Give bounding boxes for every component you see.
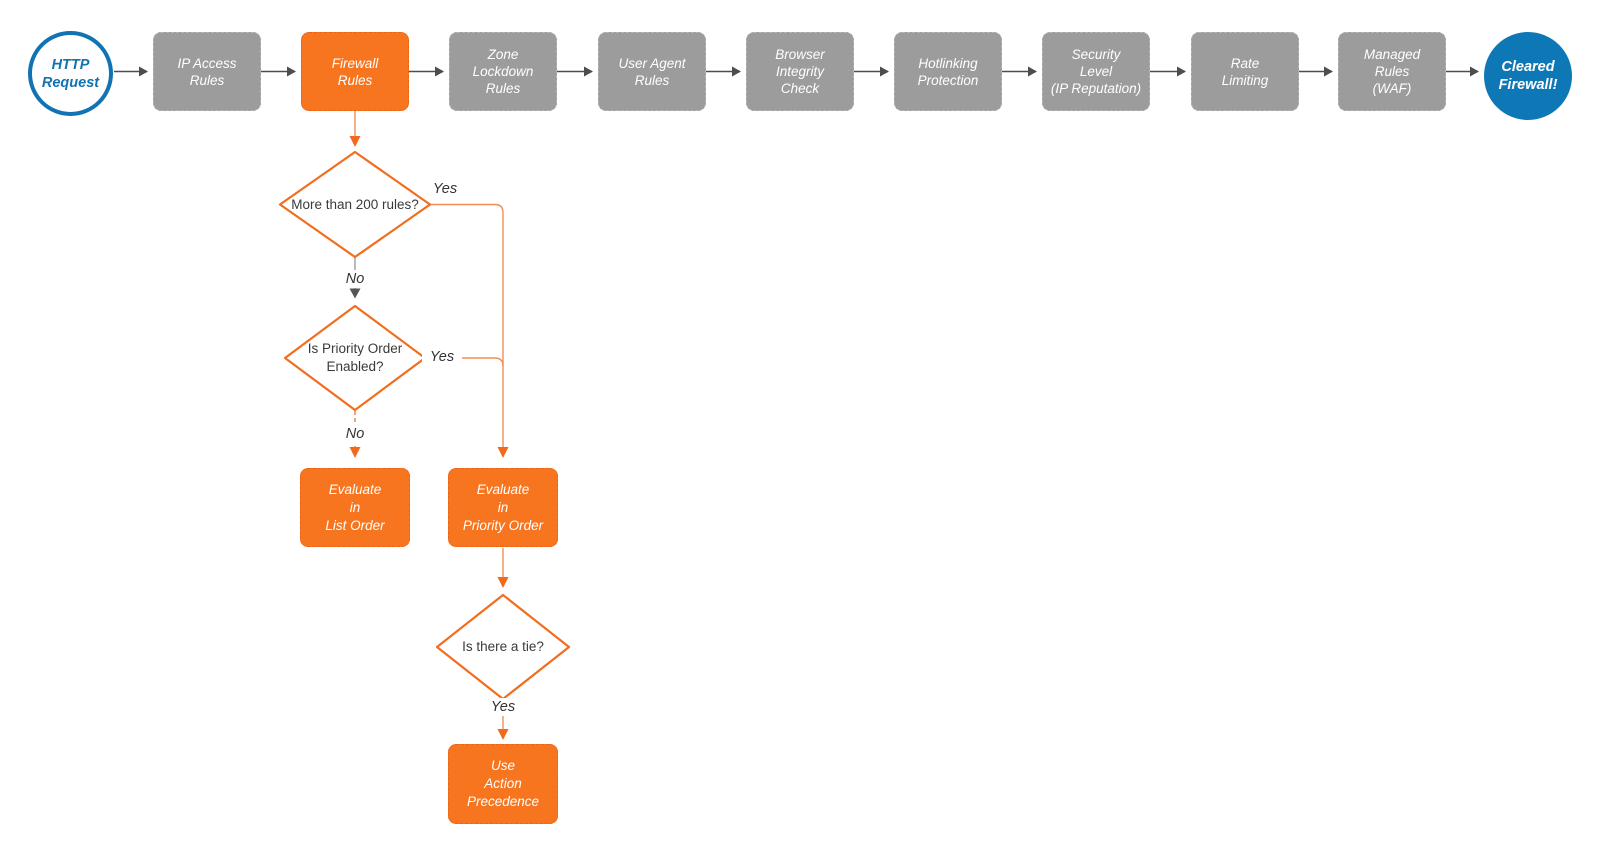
decision1-question-text: More than 200 rules? (291, 196, 419, 212)
stage-label: Rate Limiting (1221, 55, 1269, 88)
stage-managed-rules-waf: Managed Rules (WAF) (1338, 32, 1446, 111)
action-use-action-precedence: Use Action Precedence (448, 744, 558, 824)
stage-label: Security Level (IP Reputation) (1050, 47, 1142, 96)
stage-label: Zone Lockdown Rules (472, 47, 534, 96)
stage-label: IP Access Rules (177, 55, 237, 88)
start-node-label: HTTP Request (41, 56, 100, 91)
stage-hotlinking-protection: Hotlinking Protection (894, 32, 1002, 111)
start-node-http-request: HTTP Request (28, 31, 113, 116)
end-node-cleared-firewall: Cleared Firewall! (1484, 32, 1572, 120)
decision3-question-text: Is there a tie? (462, 639, 544, 654)
stage-label: User Agent Rules (618, 55, 686, 88)
stage-user-agent-rules: User Agent Rules (598, 32, 706, 111)
stage-label: Hotlinking Protection (917, 55, 979, 88)
stage-zone-lockdown-rules: Zone Lockdown Rules (449, 32, 557, 111)
decision1-yes-label: Yes (432, 181, 458, 197)
stage-browser-integrity-check: Browser Integrity Check (746, 32, 854, 111)
action-label: Evaluate in List Order (325, 481, 385, 533)
action-evaluate-in-priority-order: Evaluate in Priority Order (448, 468, 558, 547)
decision2-no-label: No (335, 425, 375, 443)
decision1-question: More than 200 rules? (280, 152, 430, 257)
stage-firewall-rules: Firewall Rules (301, 32, 409, 111)
action-evaluate-in-list-order: Evaluate in List Order (300, 468, 410, 547)
action-label: Evaluate in Priority Order (462, 481, 544, 533)
decision3-question: Is there a tie? (437, 595, 569, 699)
decision2-question: Is Priority Order Enabled? (285, 306, 425, 410)
stage-security-level: Security Level (IP Reputation) (1042, 32, 1150, 111)
wire-decision1-yes (430, 203, 509, 458)
decision2-question-text: Is Priority Order Enabled? (307, 341, 403, 374)
end-node-label: Cleared Firewall! (1498, 59, 1558, 93)
stage-rate-limiting: Rate Limiting (1191, 32, 1299, 111)
stage-label: Managed Rules (WAF) (1363, 47, 1421, 96)
stage-ip-access-rules: IP Access Rules (153, 32, 261, 111)
stage-label: Browser Integrity Check (775, 47, 825, 96)
decision2-yes-label: Yes (422, 348, 462, 366)
decision1-no-label: No (335, 270, 375, 288)
stage-label: Firewall Rules (331, 55, 379, 88)
decision3-yes-label: Yes (483, 698, 523, 716)
action-label: Use Action Precedence (466, 758, 540, 809)
